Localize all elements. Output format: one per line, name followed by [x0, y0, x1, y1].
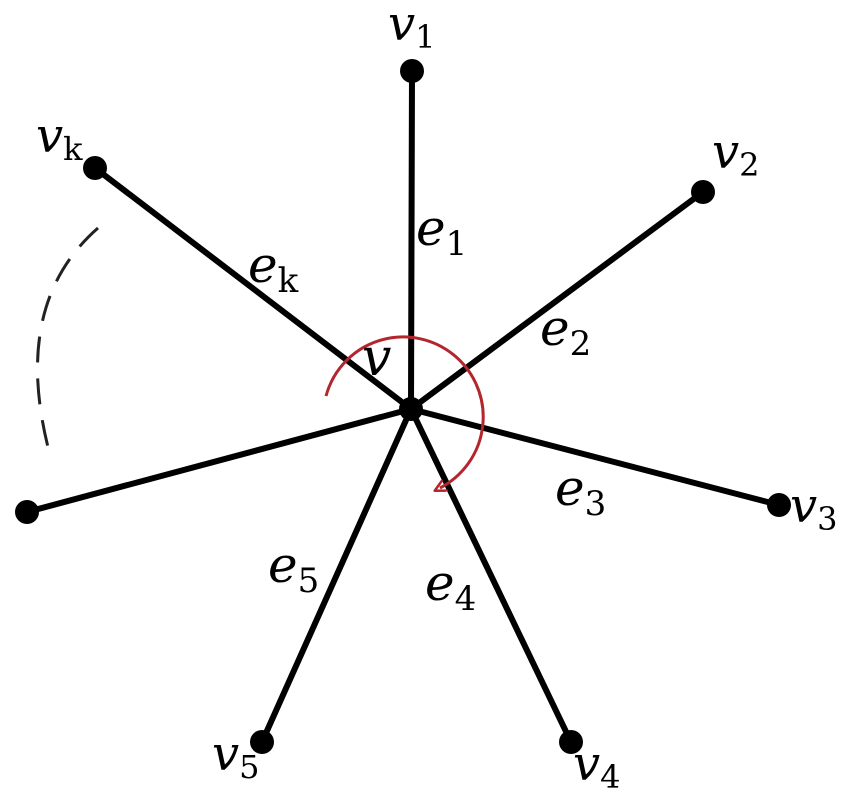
vertex-label-v1: v1	[388, 0, 435, 56]
node-v5	[250, 730, 274, 754]
vertex-label-v4: v4	[573, 736, 620, 796]
center-label: v	[362, 328, 391, 388]
edge-unlabeled	[24, 406, 414, 515]
dashed-continuation-arc	[36, 226, 99, 456]
vertex-label-v3: v3	[790, 478, 837, 538]
node-v3	[767, 493, 791, 517]
node-unlabeled	[15, 500, 39, 524]
edge-e1	[408, 68, 415, 412]
edge-label-e5: e5	[268, 536, 319, 601]
node-v1	[400, 59, 424, 83]
edge-label-e2: e2	[540, 299, 591, 364]
node-v2	[691, 180, 715, 204]
edge-e4	[408, 406, 574, 745]
node-v4	[559, 730, 583, 754]
vertex-label-v2: v2	[712, 124, 759, 184]
edge-label-e3: e3	[555, 459, 606, 524]
edge-label-e4: e4	[425, 554, 476, 619]
vertex-label-v5: v5	[212, 726, 259, 786]
edge-e3	[408, 406, 782, 508]
vertex-label-vk: vk	[36, 108, 83, 168]
node-vk	[83, 156, 107, 180]
edge-label-ek: ek	[248, 236, 299, 301]
edge-e5	[259, 406, 414, 745]
edge-e2	[408, 189, 706, 412]
node-v	[399, 397, 423, 421]
edge-label-e1: e1	[416, 199, 467, 264]
edge-ek	[92, 165, 414, 412]
rotation-arrow	[324, 335, 485, 488]
